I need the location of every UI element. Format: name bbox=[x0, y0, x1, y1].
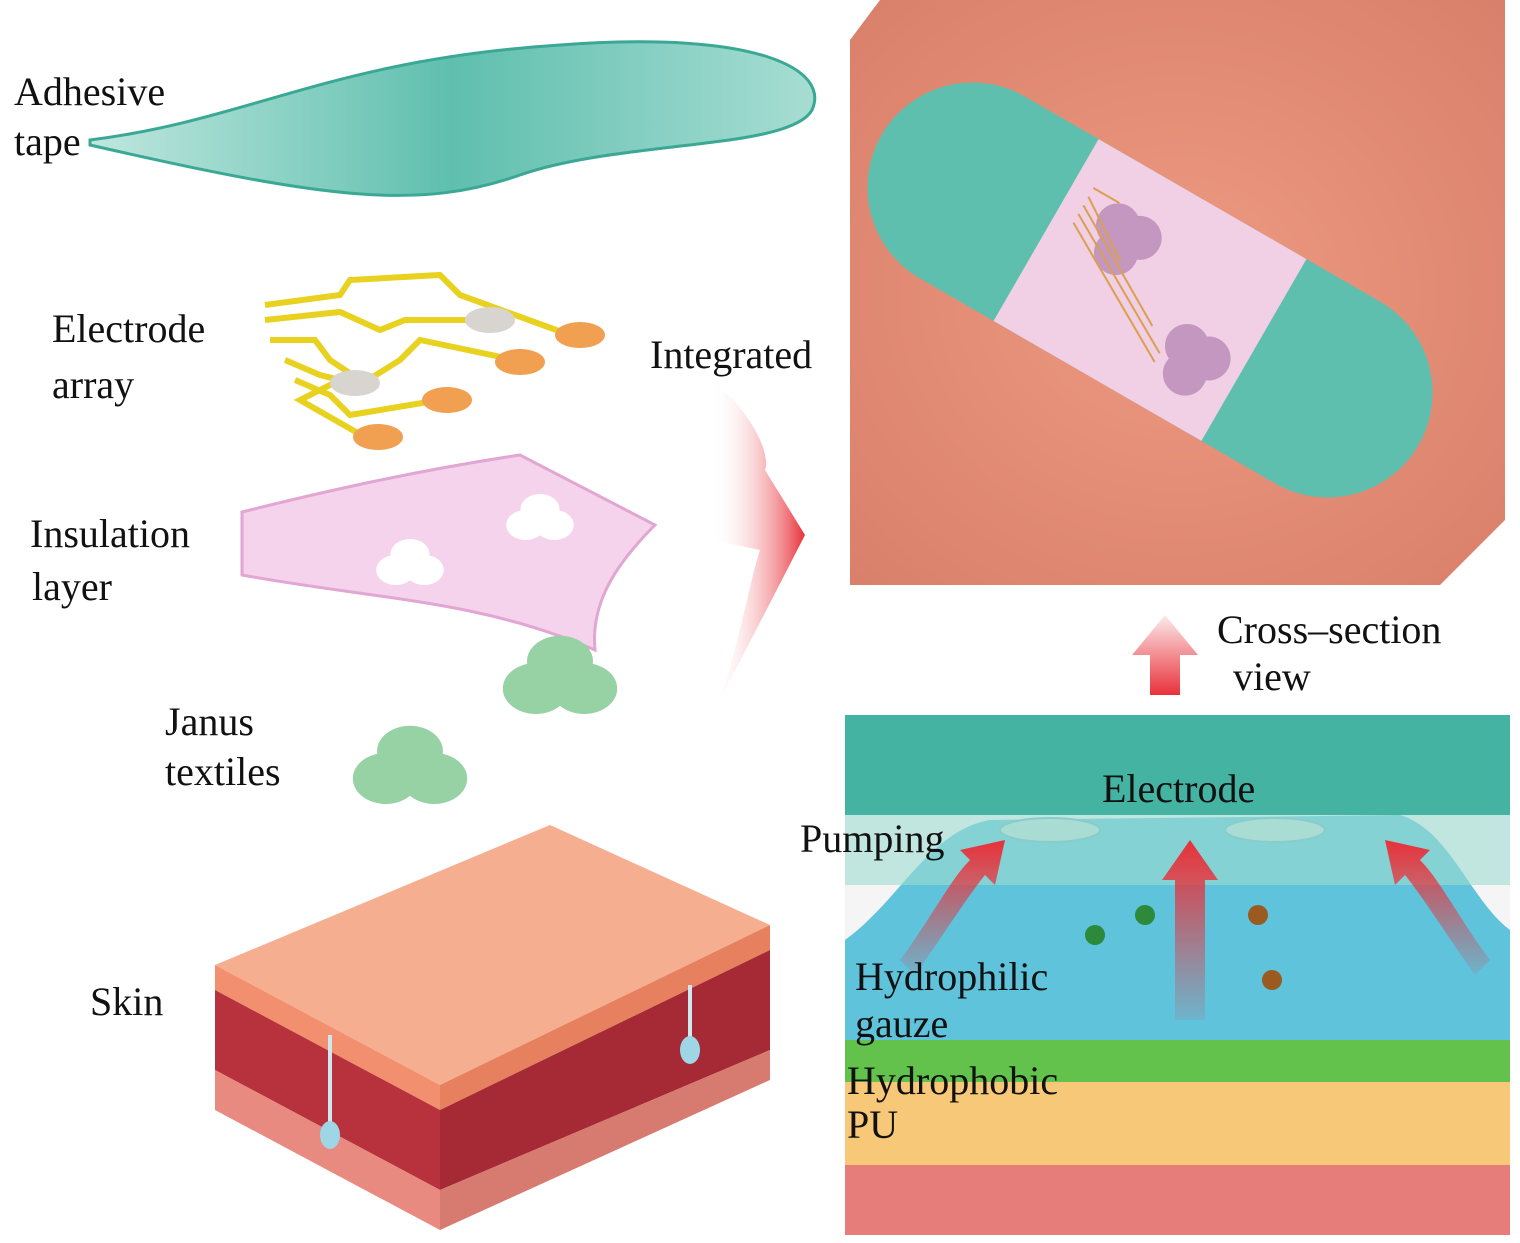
label-cross-section-line1: Cross–section bbox=[1217, 607, 1441, 652]
label-electrode-array-line1: Electrode bbox=[52, 306, 205, 351]
label-insulation-layer-line2: layer bbox=[32, 564, 112, 609]
label-hydrophilic-gauze-line2: gauze bbox=[855, 1001, 948, 1046]
integrated-arrow bbox=[712, 380, 805, 700]
label-skin: Skin bbox=[90, 979, 163, 1024]
label-hydrophobic-pu-line2: PU bbox=[847, 1102, 898, 1147]
skin-block-illustration bbox=[215, 825, 770, 1230]
electrode-array-illustration bbox=[264, 271, 605, 450]
insulation-layer-illustration bbox=[240, 453, 658, 653]
cross-section-illustration bbox=[845, 715, 1510, 1235]
label-electrode: Electrode bbox=[1102, 766, 1255, 811]
label-cross-section-line2: view bbox=[1233, 654, 1311, 699]
janus-textiles-illustration bbox=[352, 635, 618, 804]
label-insulation-layer-line1: Insulation bbox=[30, 511, 190, 556]
label-janus-textiles-line2: textiles bbox=[165, 749, 281, 794]
label-hydrophobic-pu-line1: Hydrophobic bbox=[847, 1058, 1058, 1103]
label-pumping: Pumping bbox=[800, 816, 944, 861]
label-adhesive-tape-line2: tape bbox=[14, 119, 81, 164]
label-adhesive-tape-line1: Adhesive bbox=[14, 69, 165, 114]
label-electrode-array-line2: array bbox=[52, 362, 134, 407]
label-integrated: Integrated bbox=[650, 332, 812, 377]
adhesive-tape-illustration bbox=[88, 40, 817, 197]
cross-section-arrow bbox=[1132, 615, 1198, 695]
integrated-device-photo bbox=[850, 0, 1505, 585]
label-janus-textiles-line1: Janus bbox=[165, 699, 254, 744]
label-hydrophilic-gauze-line1: Hydrophilic bbox=[855, 954, 1048, 999]
